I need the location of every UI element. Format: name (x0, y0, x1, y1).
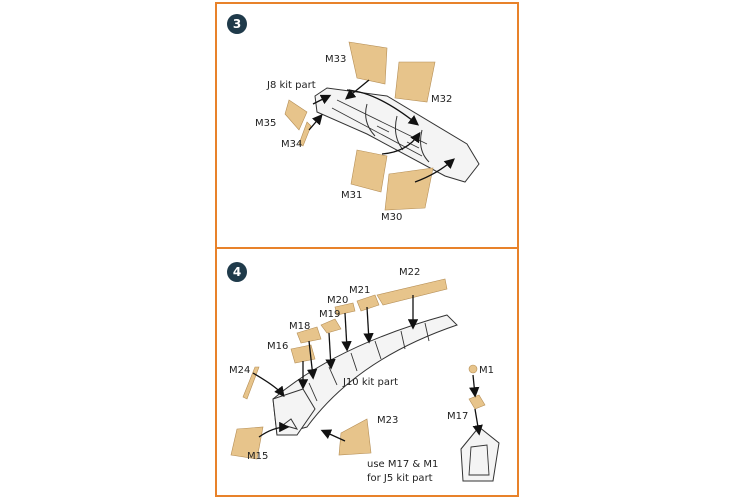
label-m33: M33 (325, 54, 346, 65)
label-m34: M34 (281, 139, 302, 150)
label-m32: M32 (431, 94, 452, 105)
mask-m15 (230, 426, 264, 460)
label-m15: M15 (247, 451, 268, 462)
step-4-badge: 4 (227, 262, 247, 282)
mask-m20 (334, 302, 356, 316)
mask-m19 (320, 318, 342, 334)
step-3-badge: 3 (227, 14, 247, 34)
label-m30: M30 (381, 212, 402, 223)
mask-m17 (468, 394, 486, 410)
mask-m34 (298, 121, 312, 147)
mask-m33 (348, 41, 388, 85)
mask-m1 (468, 364, 478, 374)
label-m24: M24 (229, 365, 250, 376)
note-line-1: use M17 & M1 (367, 459, 438, 470)
label-m23: M23 (377, 415, 398, 426)
mask-m23 (338, 418, 372, 456)
mask-m21 (356, 294, 380, 312)
mask-m24 (242, 366, 260, 400)
label-m1: M1 (479, 365, 494, 376)
step-3-diagram: M33 M32 J8 kit part M35 M34 M31 M30 (255, 41, 480, 223)
label-m17: M17 (447, 411, 468, 422)
label-m20: M20 (327, 295, 348, 306)
mask-m18 (296, 326, 322, 344)
mask-m32 (394, 61, 436, 103)
label-m21: M21 (349, 285, 370, 296)
mask-m22 (376, 278, 448, 306)
label-m18: M18 (289, 321, 310, 332)
j5-canopy-part (460, 426, 500, 482)
mask-m31 (350, 149, 388, 193)
j8-canopy-part (314, 87, 480, 183)
mask-m16 (290, 344, 316, 364)
mask-m30 (384, 167, 434, 211)
label-m35: M35 (255, 118, 276, 129)
label-m16: M16 (267, 341, 288, 352)
label-m31: M31 (341, 190, 362, 201)
mask-m35 (284, 99, 308, 131)
step-4-panel: 4 (215, 247, 519, 497)
step-3-panel: 3 M33 M32 J8 kit part M35 (215, 2, 519, 249)
step-4-diagram: M22 M21 M20 M19 M18 M16 M24 M15 M23 J10 … (229, 267, 500, 484)
note-line-2: for J5 kit part (367, 473, 433, 484)
label-j8-kit-part: J8 kit part (266, 80, 316, 91)
label-m19: M19 (319, 309, 340, 320)
label-j10-kit-part: J10 kit part (342, 377, 398, 388)
label-m22: M22 (399, 267, 420, 278)
